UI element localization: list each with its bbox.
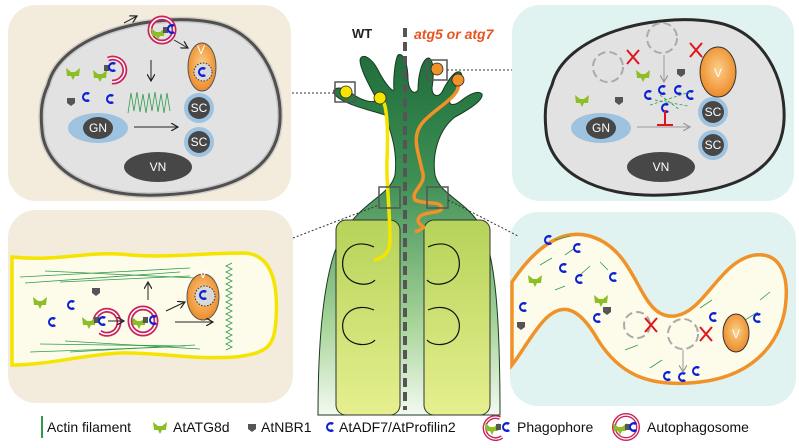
legend-label: Phagophore	[517, 419, 594, 435]
mutant-pollen-grain-cell: GN VN SC SC V	[543, 18, 786, 197]
vegetative-nucleus-label: VN	[150, 160, 167, 174]
sperm-cell-label: SC	[191, 135, 208, 149]
ovule	[342, 243, 376, 285]
ovule	[426, 306, 460, 346]
legend-item-adf7: AtADF7/AtProfilin2	[324, 412, 456, 442]
legend-label: AtATG8d	[173, 419, 230, 435]
legend-item-actin: Actin filament	[40, 412, 131, 442]
wt-label: WT	[352, 26, 373, 41]
atadf7-icon	[326, 422, 334, 432]
actin-filament-icon	[41, 416, 43, 438]
legend-item-atg8d: AtATG8d	[150, 412, 230, 442]
legend-label: AtADF7/AtProfilin2	[339, 419, 456, 435]
mutant-pollen-tube	[412, 81, 461, 234]
legend-item-phagophore: Phagophore	[478, 412, 593, 442]
mutant-label: atg5 or atg7	[414, 26, 494, 42]
zoom-box-wt-grain	[334, 81, 356, 103]
sperm-cell-label: SC	[191, 101, 208, 115]
mutant-pollen-tube-cell: V	[510, 232, 789, 386]
vegetative-nucleus-label: VN	[653, 160, 670, 174]
legend-label: Actin filament	[47, 419, 132, 435]
legend-item-autophagosome: Autophagosome	[608, 412, 749, 442]
atatg8d-icon	[153, 422, 167, 434]
phagophore-icon	[482, 415, 510, 441]
zoom-box-mutant-tube	[426, 186, 449, 209]
vacuole-label: V	[199, 267, 207, 281]
pistil-illustration	[292, 28, 519, 416]
wt-pollen-grain	[373, 91, 387, 105]
legend-label: AtNBR1	[261, 419, 312, 435]
wt-pollen-tube	[373, 98, 392, 262]
wt-pollen-grain-cell: GN VN SC SC V	[38, 16, 284, 199]
atnbr1-icon	[248, 424, 256, 432]
mutant-pollen-grain	[451, 73, 465, 87]
vacuole-label: V	[714, 66, 722, 80]
legend: Actin filament AtATG8d AtNBR1 AtADF7/AtP…	[0, 412, 799, 442]
ovary-chamber-left	[335, 219, 401, 416]
sperm-cell-label: SC	[705, 105, 722, 119]
autophagosome-icon	[612, 413, 640, 441]
legend-label: Autophagosome	[647, 419, 749, 435]
ovule	[342, 306, 376, 346]
generative-nucleus-label: GN	[89, 121, 107, 135]
generative-nucleus-label: GN	[592, 121, 610, 135]
ovule	[426, 243, 460, 285]
sperm-cell-label: SC	[705, 138, 722, 152]
zoom-box-wt-tube	[378, 186, 401, 209]
vacuole-label: V	[732, 327, 740, 341]
legend-item-nbr1: AtNBR1	[246, 412, 312, 442]
wt-pollen-tube-cell: V	[10, 251, 279, 367]
vacuole-label: V	[197, 43, 205, 57]
